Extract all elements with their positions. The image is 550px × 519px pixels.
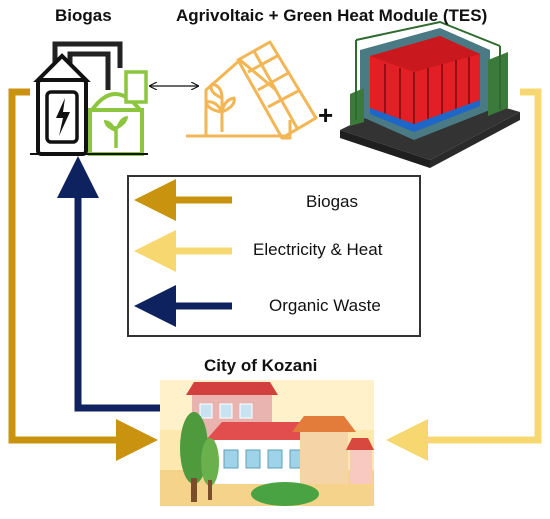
biogas-title: Biogas (55, 6, 112, 25)
biogas-plant-icon (30, 41, 148, 156)
plus-sign: + (318, 100, 334, 130)
agrivoltaic-greenhouse-icon (186, 40, 318, 140)
flow-arrow-organic-waste (57, 156, 160, 412)
legend-label-biogas: Biogas (306, 192, 358, 211)
legend-label-organic-waste: Organic Waste (269, 296, 381, 315)
flow-arrow-biogas (8, 88, 158, 461)
flow-arrow-electricity (386, 88, 542, 461)
module-title: Agrivoltaic + Green Heat Module (TES) (176, 6, 488, 25)
legend-label-electricity: Electricity & Heat (253, 240, 383, 259)
city-illustration (160, 380, 374, 506)
tes-module-icon (340, 20, 520, 168)
city-title: City of Kozani (204, 356, 318, 375)
